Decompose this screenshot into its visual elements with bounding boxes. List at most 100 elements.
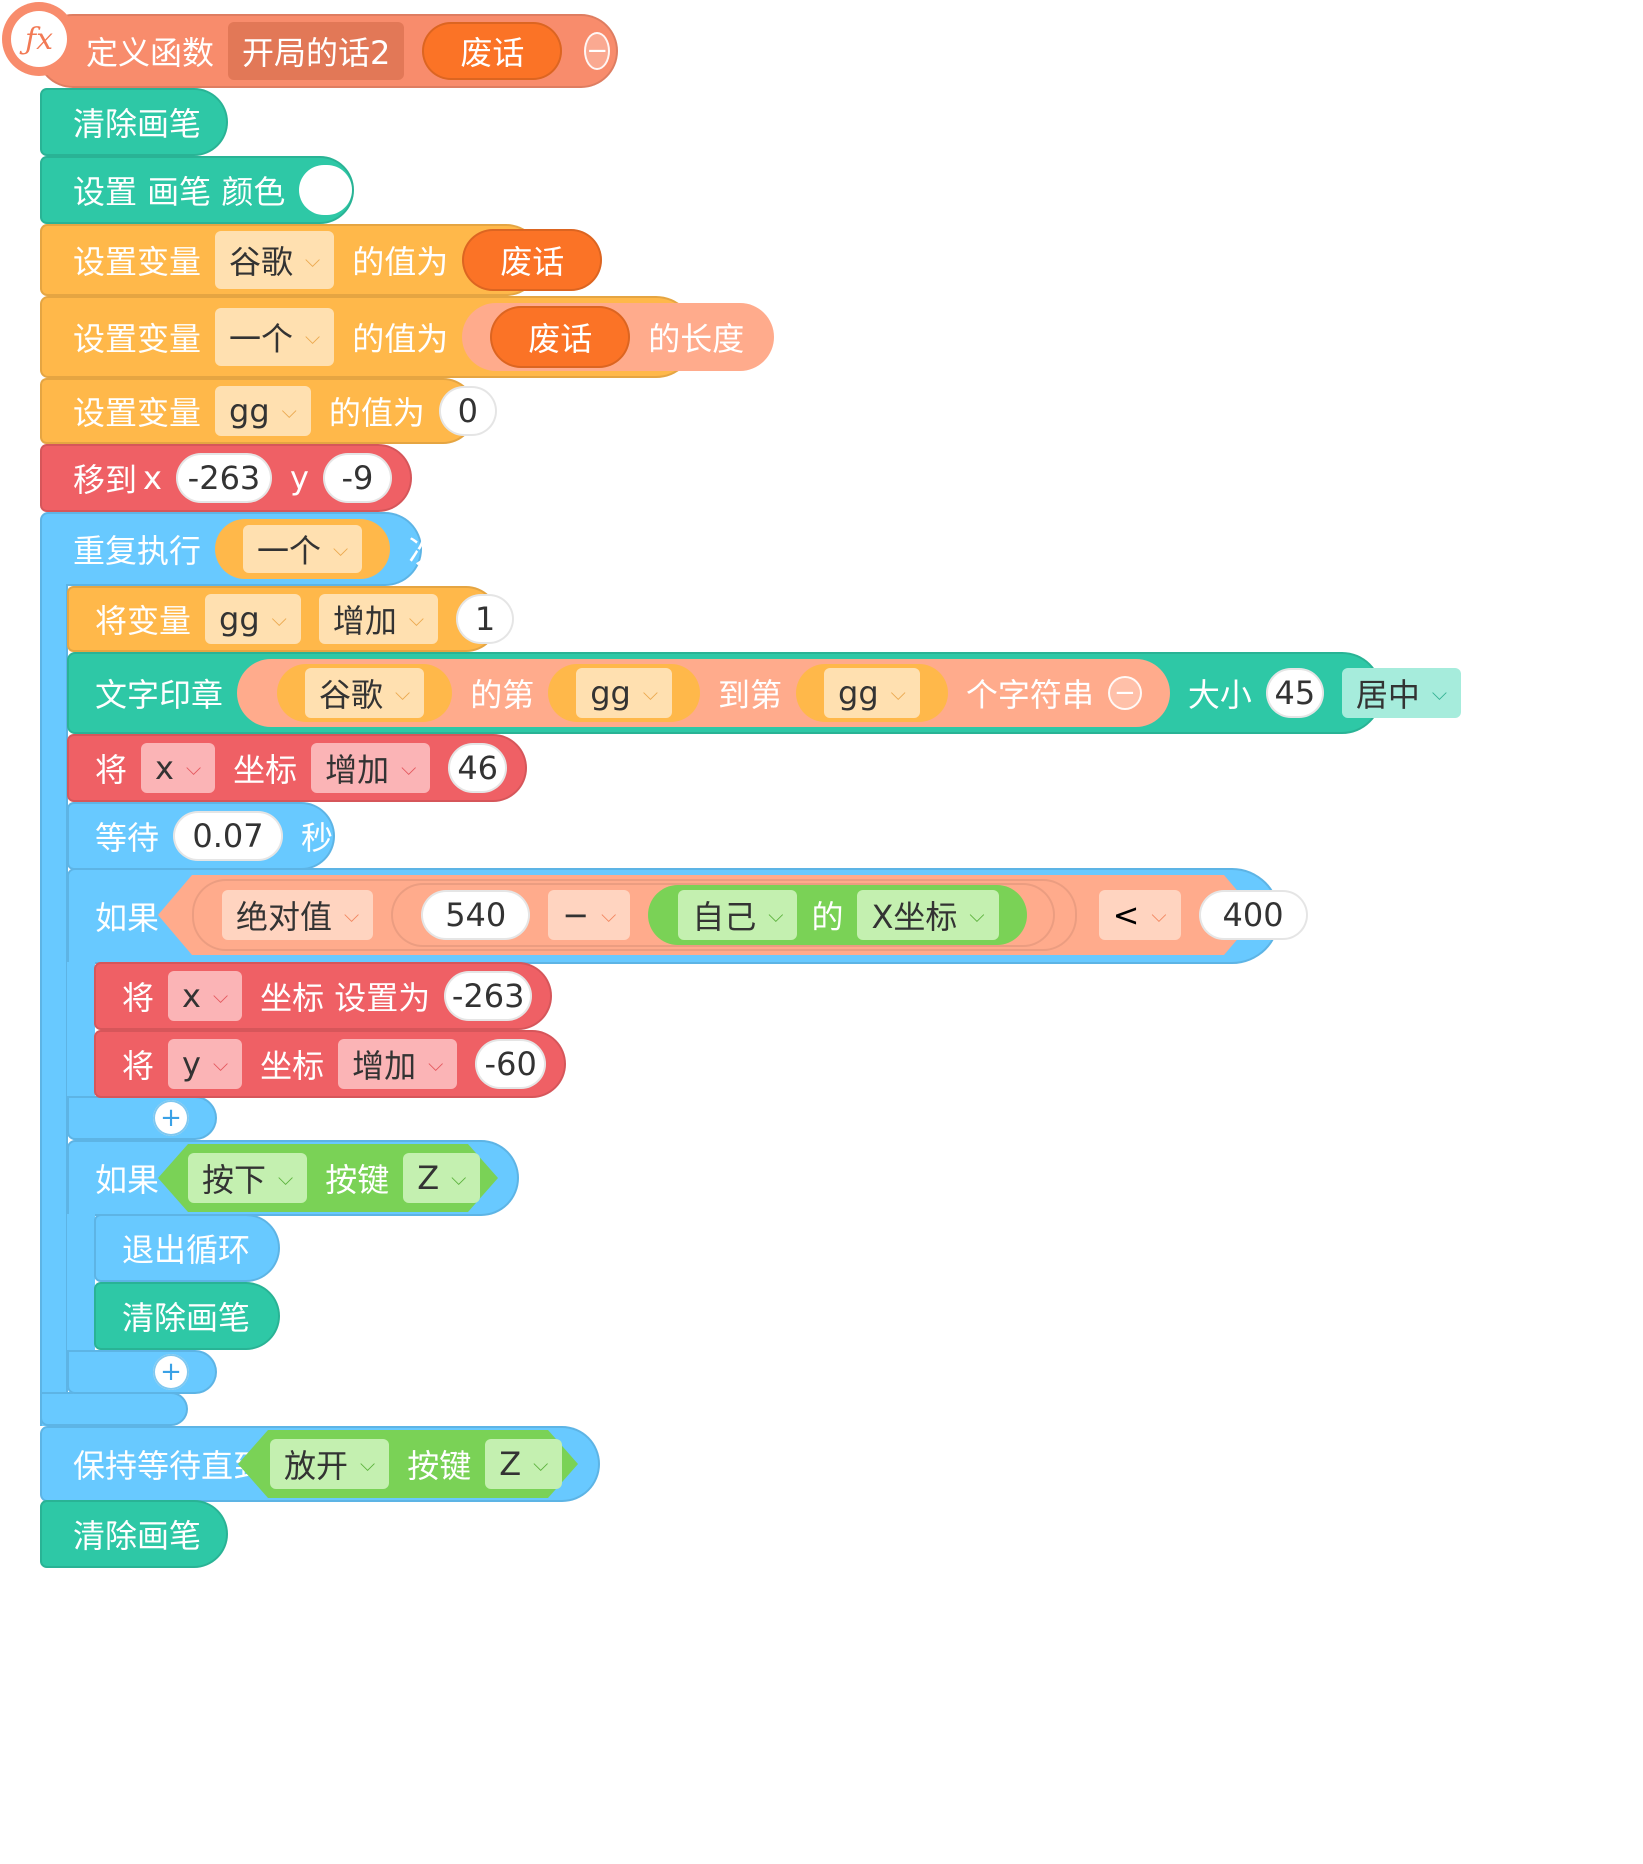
remove-param-button[interactable]: − [584, 32, 611, 70]
key-label: 按键 [325, 1161, 390, 1199]
chevron-down-icon: ⌵ [969, 903, 985, 927]
to-nth-label: 到第 [718, 676, 783, 714]
length-reporter[interactable]: 废话 的长度 [462, 303, 775, 371]
repeat-block[interactable]: 重复执行 一个⌵ 次 [40, 512, 440, 586]
axis-dropdown[interactable]: y⌵ [168, 1039, 243, 1089]
var-reporter[interactable]: gg⌵ [796, 664, 948, 722]
text-stamp-block[interactable]: 文字印章 谷歌⌵ 的第 gg⌵ 到第 gg⌵ 个字符串 − 大小 45 居中⌵ [67, 652, 1462, 734]
key-dropdown[interactable]: Z⌵ [403, 1153, 481, 1203]
collapse-minus-icon[interactable]: − [1107, 676, 1142, 710]
number-input[interactable]: 540 [421, 890, 531, 940]
add-branch-icon[interactable]: + [153, 1100, 189, 1136]
sprite-value: 自己 [692, 898, 757, 936]
if-bottom-bar [67, 1350, 217, 1394]
clear-pen-block[interactable]: 清除画笔 [94, 1282, 280, 1350]
change-y-block[interactable]: 将 y⌵ 坐标 增加⌵ -60 [94, 1030, 566, 1098]
axis-dropdown[interactable]: x⌵ [168, 971, 243, 1021]
chevron-down-icon: ⌵ [395, 681, 411, 705]
var-reporter[interactable]: gg⌵ [548, 664, 701, 722]
change-x-block[interactable]: 将 x⌵ 坐标 增加⌵ 46 [67, 734, 527, 802]
key-action-dropdown[interactable]: 按下⌵ [188, 1153, 308, 1203]
compare-condition[interactable]: 绝对值⌵ 540 −⌵ 自己⌵ 的 X坐标⌵ <⌵ [158, 875, 1308, 955]
set-pen-color-block[interactable]: 设置 画笔 颜色 [40, 156, 354, 224]
times-label: 次 [408, 532, 441, 570]
add-param-button[interactable]: + [620, 32, 646, 70]
change-amount-input[interactable]: 1 [456, 594, 514, 644]
set-x-block[interactable]: 将 x⌵ 坐标 设置为 -263 [94, 962, 552, 1030]
substring-label: 个字符串 [965, 676, 1094, 714]
variable-dropdown[interactable]: gg⌵ [205, 594, 301, 644]
key-pressed-condition[interactable]: 按下⌵ 按键 Z⌵ [158, 1144, 498, 1212]
operator-dropdown[interactable]: −⌵ [548, 890, 631, 940]
set-x-label: 将 [122, 979, 155, 1017]
function-icon: ƒx [2, 2, 76, 76]
key-value: Z [417, 1159, 440, 1197]
add-branch-icon[interactable]: + [153, 1354, 189, 1390]
operation-dropdown[interactable]: 增加⌵ [311, 743, 431, 793]
var-reporter[interactable]: 谷歌⌵ [277, 664, 453, 722]
key-released-condition[interactable]: 放开⌵ 按键 Z⌵ [238, 1430, 578, 1498]
change-amount-input[interactable]: -60 [475, 1039, 546, 1089]
break-loop-block[interactable]: 退出循环 [94, 1214, 280, 1282]
value-of-label: 的值为 [328, 394, 425, 432]
repeat-count-reporter[interactable]: 一个⌵ [215, 519, 391, 579]
x-input[interactable]: -263 [444, 971, 532, 1021]
math-func-dropdown[interactable]: 绝对值⌵ [222, 890, 374, 940]
param-value[interactable]: 废话 [490, 306, 631, 368]
clear-pen-block[interactable]: 清除画笔 [40, 88, 228, 156]
change-variable-label: 将变量 [95, 602, 192, 640]
axis-dropdown[interactable]: x⌵ [141, 743, 216, 793]
align-dropdown[interactable]: 居中⌵ [1341, 668, 1462, 718]
variable-dropdown[interactable]: 一个⌵ [215, 308, 335, 366]
move-to-block[interactable]: 移到 x -263 y -9 [40, 444, 412, 512]
variable-dropdown[interactable]: 谷歌⌵ [215, 231, 335, 289]
x-input[interactable]: -263 [175, 453, 272, 503]
variable-name: gg [590, 674, 631, 712]
clear-pen-block[interactable]: 清除画笔 [40, 1500, 228, 1568]
clear-pen-label: 清除画笔 [73, 105, 202, 143]
chevron-down-icon: ⌵ [281, 399, 297, 423]
function-name-field[interactable]: 开局的话2 [228, 22, 405, 80]
wait-seconds-input[interactable]: 0.07 [173, 811, 283, 861]
property-reporter[interactable]: 自己⌵ 的 X坐标⌵ [648, 885, 1027, 945]
wait-block[interactable]: 等待 0.07 秒 [67, 802, 335, 870]
value-input[interactable]: 0 [438, 386, 497, 436]
operation-name: 增加 [352, 1047, 417, 1085]
change-x-label: 将 [95, 751, 128, 789]
repeat-label: 重复执行 [73, 532, 202, 570]
substring-reporter[interactable]: 谷歌⌵ 的第 gg⌵ 到第 gg⌵ 个字符串 − [237, 659, 1170, 727]
variable-dropdown[interactable]: gg⌵ [824, 668, 920, 718]
if-label: 如果 [95, 1161, 160, 1199]
color-swatch[interactable] [299, 165, 352, 215]
set-variable-block[interactable]: 设置变量 一个⌵ 的值为 废话 的长度 [40, 296, 775, 378]
define-function-block[interactable]: 定义函数 开局的话2 废话 − + [36, 14, 646, 88]
variable-dropdown[interactable]: gg⌵ [576, 668, 673, 718]
variable-dropdown[interactable]: 一个⌵ [243, 525, 363, 573]
limit-input[interactable]: 400 [1198, 890, 1308, 940]
set-variable-block[interactable]: 设置变量 谷歌⌵ 的值为 废话 [40, 224, 603, 296]
align-value: 居中 [1355, 676, 1420, 714]
subtract-reporter[interactable]: 540 −⌵ 自己⌵ 的 X坐标⌵ [391, 883, 1055, 947]
set-variable-label: 设置变量 [73, 320, 202, 358]
function-param[interactable]: 废话 [422, 22, 563, 80]
sprite-dropdown[interactable]: 自己⌵ [678, 890, 798, 940]
variable-dropdown[interactable]: gg⌵ [215, 386, 311, 436]
size-input[interactable]: 45 [1265, 668, 1324, 718]
operation-dropdown[interactable]: 增加⌵ [318, 594, 438, 644]
operation-dropdown[interactable]: 增加⌵ [338, 1039, 458, 1089]
variable-dropdown[interactable]: 谷歌⌵ [305, 668, 425, 718]
abs-reporter[interactable]: 绝对值⌵ 540 −⌵ 自己⌵ 的 X坐标⌵ [192, 879, 1077, 951]
change-amount-input[interactable]: 46 [448, 743, 507, 793]
change-variable-block[interactable]: 将变量 gg⌵ 增加⌵ 1 [67, 586, 514, 652]
key-action-dropdown[interactable]: 放开⌵ [270, 1439, 390, 1489]
set-variable-block[interactable]: 设置变量 gg⌵ 的值为 0 [40, 378, 497, 444]
of-nth-label: 的第 [470, 676, 535, 714]
y-input[interactable]: -9 [322, 453, 392, 503]
axis-value: x [155, 749, 174, 787]
wait-until-label: 保持等待直到 [73, 1447, 266, 1485]
value-of-label: 的值为 [352, 243, 449, 281]
property-dropdown[interactable]: X坐标⌵ [857, 890, 999, 940]
param-value[interactable]: 废话 [462, 229, 603, 291]
key-dropdown[interactable]: Z⌵ [485, 1439, 563, 1489]
compare-dropdown[interactable]: <⌵ [1098, 890, 1181, 940]
